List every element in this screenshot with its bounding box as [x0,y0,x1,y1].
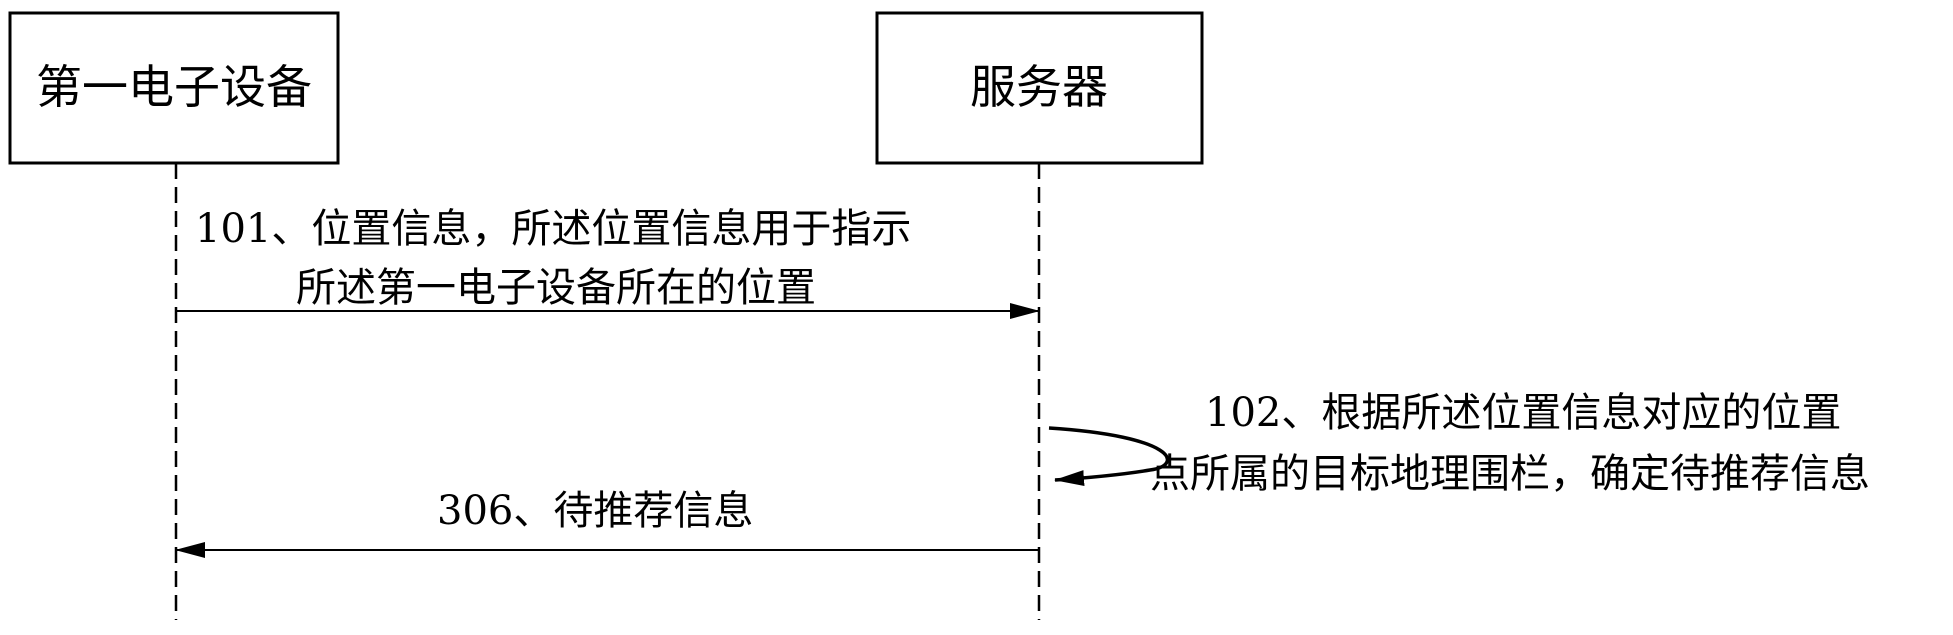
participant-server: 服务器 [875,11,1204,165]
participant-client-label: 第一电子设备 [36,60,312,114]
message-102-line-1: 102、根据所述位置信息对应的位置 [1205,390,1841,436]
message-102-line-2: 点所属的目标地理围栏，确定待推荐信息 [1150,451,1870,497]
message-101-line-2: 所述第一电子设备所在的位置 [296,265,816,311]
message-102-self-arrow [1048,426,1170,487]
message-306-line-1: 306、待推荐信息 [437,488,753,534]
message-102: 102、根据所述位置信息对应的位置 点所属的目标地理围栏，确定待推荐信息 [1048,390,1870,497]
participant-client: 第一电子设备 [8,11,340,165]
participant-client-box [8,11,340,165]
message-101: 101、位置信息，所述位置信息用于指示 所述第一电子设备所在的位置 [176,206,1040,319]
message-306: 306、待推荐信息 [175,488,1039,558]
message-101-line-1: 101、位置信息，所述位置信息用于指示 [195,206,911,252]
participant-server-label: 服务器 [970,60,1108,114]
participant-server-box [875,11,1204,165]
